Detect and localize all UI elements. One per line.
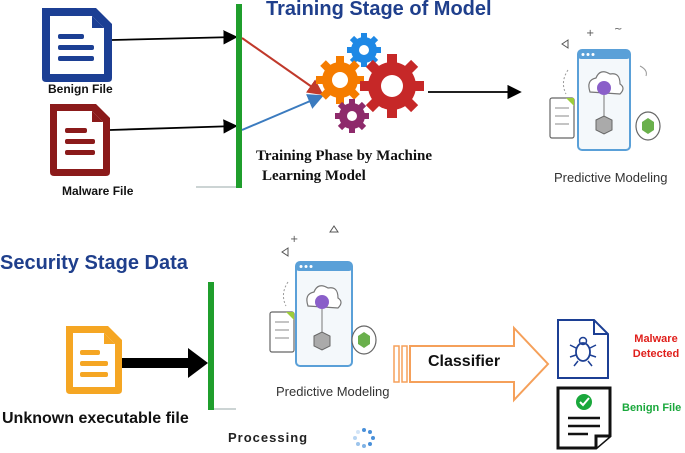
malware-detected-line1: Malware: [634, 333, 678, 345]
unknown-file-label: Unknown executable file: [2, 410, 189, 427]
processing-label: Processing: [228, 430, 309, 445]
unknown-file-icon: [66, 326, 122, 394]
processing-spinner-icon: [353, 428, 375, 448]
predictive-modeling-label-bottom: Predictive Modeling: [276, 384, 390, 399]
unknown-file-arrow: [122, 348, 208, 378]
red-arrow: [241, 37, 324, 96]
blue-arrow: [241, 94, 324, 131]
benign-file-result-label: Benign File: [622, 402, 682, 414]
svg-text:~: ~: [614, 24, 622, 35]
malware-arrow: [109, 119, 238, 134]
predictive-model-illustration-top: + ~: [549, 24, 661, 151]
svg-text:+: +: [290, 234, 298, 245]
benign-arrow: [111, 30, 238, 45]
bug-document-icon: [557, 319, 609, 379]
predictive-modeling-label-top: Predictive Modeling: [554, 170, 668, 185]
check-document-icon: [556, 386, 612, 450]
training-phase-label-line1: Training Phase by Machine: [256, 148, 432, 164]
malware-file-icon: [50, 104, 110, 176]
svg-text:+: +: [586, 28, 594, 39]
predictive-model-illustration-bottom: +: [269, 225, 377, 367]
training-stage-title: Training Stage of Model: [266, 0, 492, 20]
malware-file-label: Malware File: [62, 184, 134, 198]
benign-file-icon: [42, 8, 112, 82]
malware-detected-label: Malware Detected: [626, 332, 685, 362]
security-stage-title: Security Stage Data: [0, 252, 188, 274]
classifier-label: Classifier: [428, 353, 501, 370]
top-divider: [236, 4, 242, 188]
training-phase-label-line2: Learning Model: [262, 168, 366, 184]
gears-icon: [316, 33, 424, 133]
benign-file-label: Benign File: [48, 82, 113, 96]
classifier-arrow: [393, 325, 550, 403]
bottom-divider: [208, 282, 214, 410]
malware-detected-line2: Detected: [632, 348, 680, 360]
